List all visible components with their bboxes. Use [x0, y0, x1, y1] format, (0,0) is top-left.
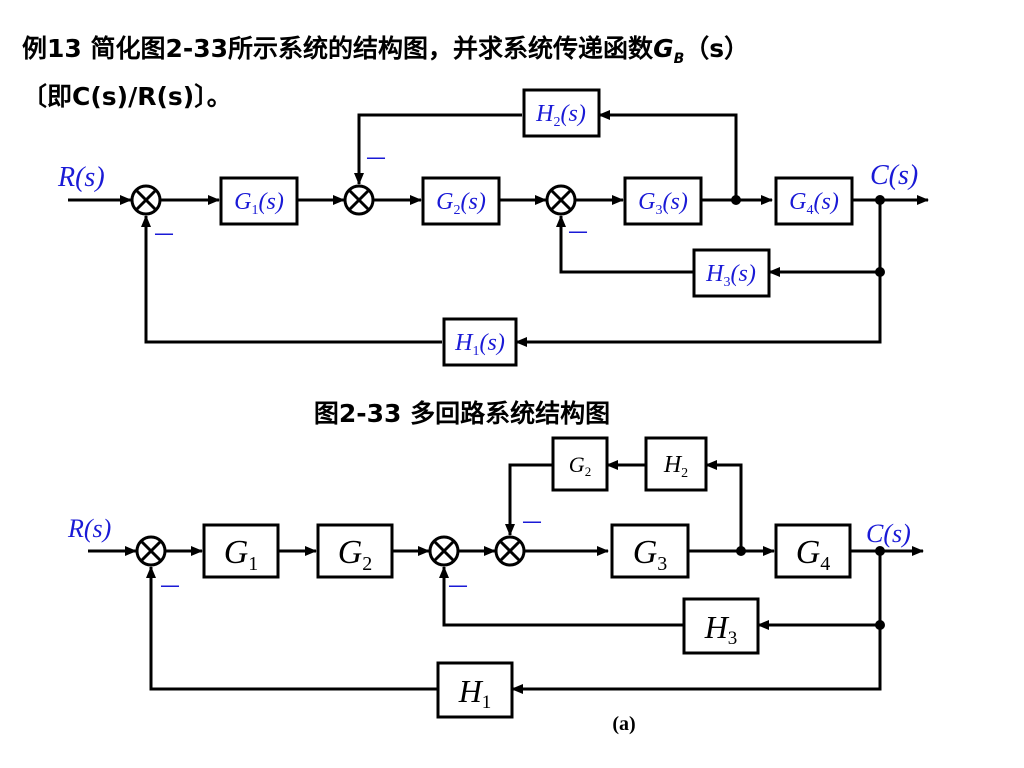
summing-junction-3 — [494, 535, 526, 567]
summing-junction-2 — [343, 184, 375, 216]
summing-junction-1 — [130, 184, 162, 216]
block-symbol: G2 — [338, 534, 373, 575]
h3-block — [682, 597, 760, 655]
minus-sign: — — [160, 573, 180, 597]
g2-block — [421, 176, 501, 226]
branch-point — [875, 620, 885, 630]
branch-point — [875, 195, 885, 205]
summing-junction-3 — [545, 184, 577, 216]
h1-feedback-line — [141, 215, 442, 344]
h2-block — [644, 436, 708, 492]
g4-label: G4(s) — [789, 189, 839, 218]
g3-block — [623, 176, 703, 226]
h1-feedback-line — [146, 566, 438, 691]
h3-feedback-line — [556, 215, 693, 274]
h3-feedback-line — [439, 566, 684, 627]
h2-feedback-line — [354, 113, 522, 185]
h2-label: H2 — [663, 452, 688, 481]
g4-block — [774, 523, 852, 579]
block-symbol: H3 — [704, 609, 738, 649]
problem-line-2: 〔即C(s)/R(s)〕。 — [22, 82, 232, 111]
block-symbol: G1 — [224, 534, 259, 575]
h1-block — [442, 317, 518, 367]
branch-point — [731, 195, 741, 205]
block-symbol: G3 — [633, 534, 668, 575]
h1-feedback-line — [511, 625, 882, 694]
h2-feedback-line — [598, 110, 738, 200]
transfer-arg: （s） — [684, 34, 750, 63]
output-label: C(s) — [870, 160, 918, 191]
g1-label: G1(s) — [234, 189, 284, 218]
branch-point — [736, 546, 746, 556]
figure-1-labels: R(s) C(s) G1(s) G2(s) G3(s) G4(s) H2(s) … — [57, 101, 918, 428]
summing-junction-1 — [135, 535, 167, 567]
input-label: R(s) — [67, 514, 111, 543]
input-label: R(s) — [57, 162, 105, 193]
problem-text: 例13 简化图2-33所示系统的结构图，并求系统传递函数 — [22, 34, 654, 63]
g2-feedback-block — [551, 436, 609, 492]
transfer-symbol: G — [653, 34, 674, 63]
g4-block — [774, 176, 854, 226]
summing-junction-2 — [428, 535, 460, 567]
h3-label: H3 — [704, 609, 738, 649]
h1-feedback-line — [515, 272, 882, 347]
minus-sign: — — [154, 221, 174, 245]
g3-block — [610, 523, 690, 579]
output-label: C(s) — [866, 519, 911, 548]
block-symbol: H1 — [458, 673, 492, 713]
figure-2 — [88, 436, 924, 719]
h1-label: H1(s) — [454, 330, 505, 359]
g2-feedback-line — [505, 463, 553, 536]
g1-label: G1 — [224, 534, 259, 575]
h1-block — [436, 661, 514, 719]
g1-block — [202, 523, 280, 579]
branch-point — [875, 546, 885, 556]
block-symbol: G2 — [569, 452, 591, 479]
g4-label: G4 — [796, 534, 831, 575]
g2-feedback-label: G2 — [569, 452, 591, 479]
h2-block — [522, 88, 601, 138]
block-symbol: G4 — [796, 534, 831, 575]
g1-block — [219, 176, 299, 226]
h1-label: H1 — [458, 673, 492, 713]
figure-2-caption: (a) — [612, 713, 635, 735]
figure-2-labels: R(s) C(s) G1 G2 G3 G4 G2 H2 H3 H1 — — — … — [67, 452, 911, 735]
g3-label: G3 — [633, 534, 668, 575]
minus-sign: — — [568, 219, 588, 243]
g2-label: G2 — [338, 534, 373, 575]
problem-line-1: 例13 简化图2-33所示系统的结构图，并求系统传递函数GB（s） — [22, 30, 1012, 78]
h3-label: H3(s) — [705, 261, 756, 290]
h2-feedback-line — [705, 460, 743, 551]
figure-1-caption: 图2-33 多回路系统结构图 — [314, 399, 610, 428]
h3-block — [692, 248, 771, 298]
minus-sign: — — [448, 573, 468, 597]
problem-statement: 例13 简化图2-33所示系统的结构图，并求系统传递函数GB（s） 〔即C(s)… — [22, 30, 1012, 116]
figure-1 — [68, 88, 929, 367]
branch-point — [875, 267, 885, 277]
minus-sign: — — [366, 145, 386, 169]
h2-label: H2(s) — [535, 101, 586, 130]
g2-block — [316, 523, 394, 579]
transfer-subscript: B — [673, 51, 685, 67]
g2-label: G2(s) — [436, 189, 486, 218]
minus-sign: — — [522, 509, 542, 533]
g3-label: G3(s) — [638, 189, 688, 218]
block-symbol: H2 — [663, 452, 688, 481]
